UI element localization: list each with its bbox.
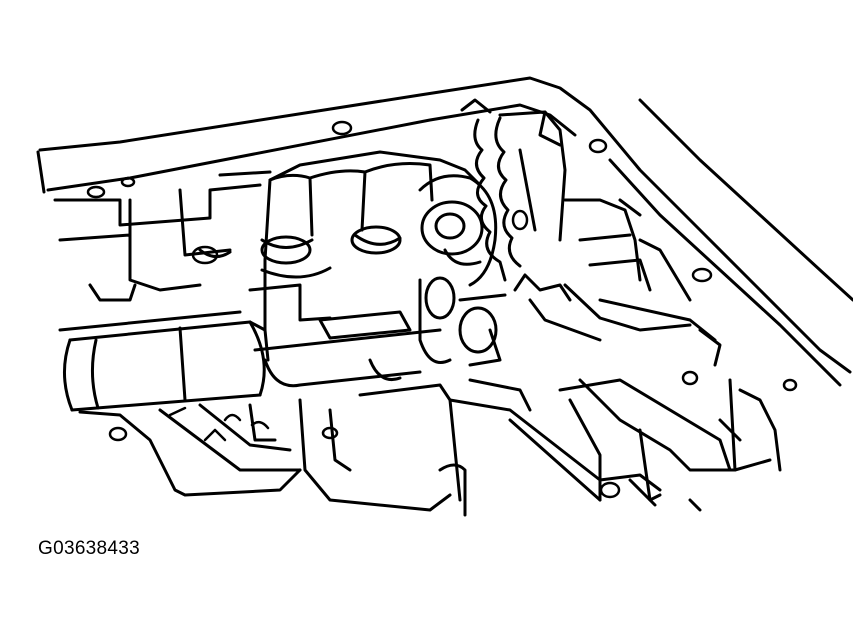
- lower-valve-body: [80, 380, 780, 515]
- bolt-hole: [683, 372, 697, 384]
- wavy-gasket: [462, 100, 520, 280]
- valve-body-plate: [55, 172, 270, 330]
- bolt-hole: [333, 122, 351, 134]
- solenoid-housing: [250, 152, 480, 386]
- bolt-hole: [110, 428, 126, 440]
- bolt-hole: [590, 140, 606, 152]
- bolt-hole: [88, 187, 104, 197]
- bolt-hole: [784, 380, 796, 390]
- plate-details: [170, 408, 268, 440]
- solenoid-body: [64, 322, 265, 410]
- bolt-hole: [122, 178, 134, 186]
- case-bolt-holes: [88, 122, 796, 497]
- solenoid-connector: [420, 176, 505, 365]
- figure-code-label: G03638433: [38, 538, 141, 559]
- right-valve-block: [500, 112, 720, 365]
- connector-bolt-icon: [422, 202, 482, 254]
- bolt-hole: [601, 483, 619, 497]
- bolt-hole: [693, 269, 711, 281]
- case-outline: [38, 78, 853, 385]
- bolt-hole: [323, 428, 337, 438]
